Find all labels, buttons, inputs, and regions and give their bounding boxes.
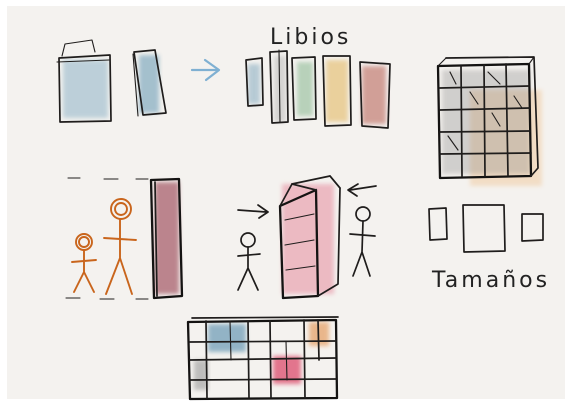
stick-figure-icon [348,184,376,276]
stick-figure-icon [104,199,136,294]
book-side-sketch [133,50,166,116]
shelf-grid-sketch [188,317,338,399]
tall-book-sketch [151,179,182,298]
bookshelf-sketch [438,57,542,186]
books-label: Libios [270,25,351,50]
sizes-sketch [429,205,543,252]
book-front-sketch [57,40,111,122]
stick-figure-icon [238,205,268,290]
stick-figure-icon [72,234,96,292]
thick-book-sketch [280,176,340,298]
books-row-sketch [246,50,390,128]
sizes-label: Tamaños [431,268,550,293]
arrow-right-icon [192,60,219,80]
